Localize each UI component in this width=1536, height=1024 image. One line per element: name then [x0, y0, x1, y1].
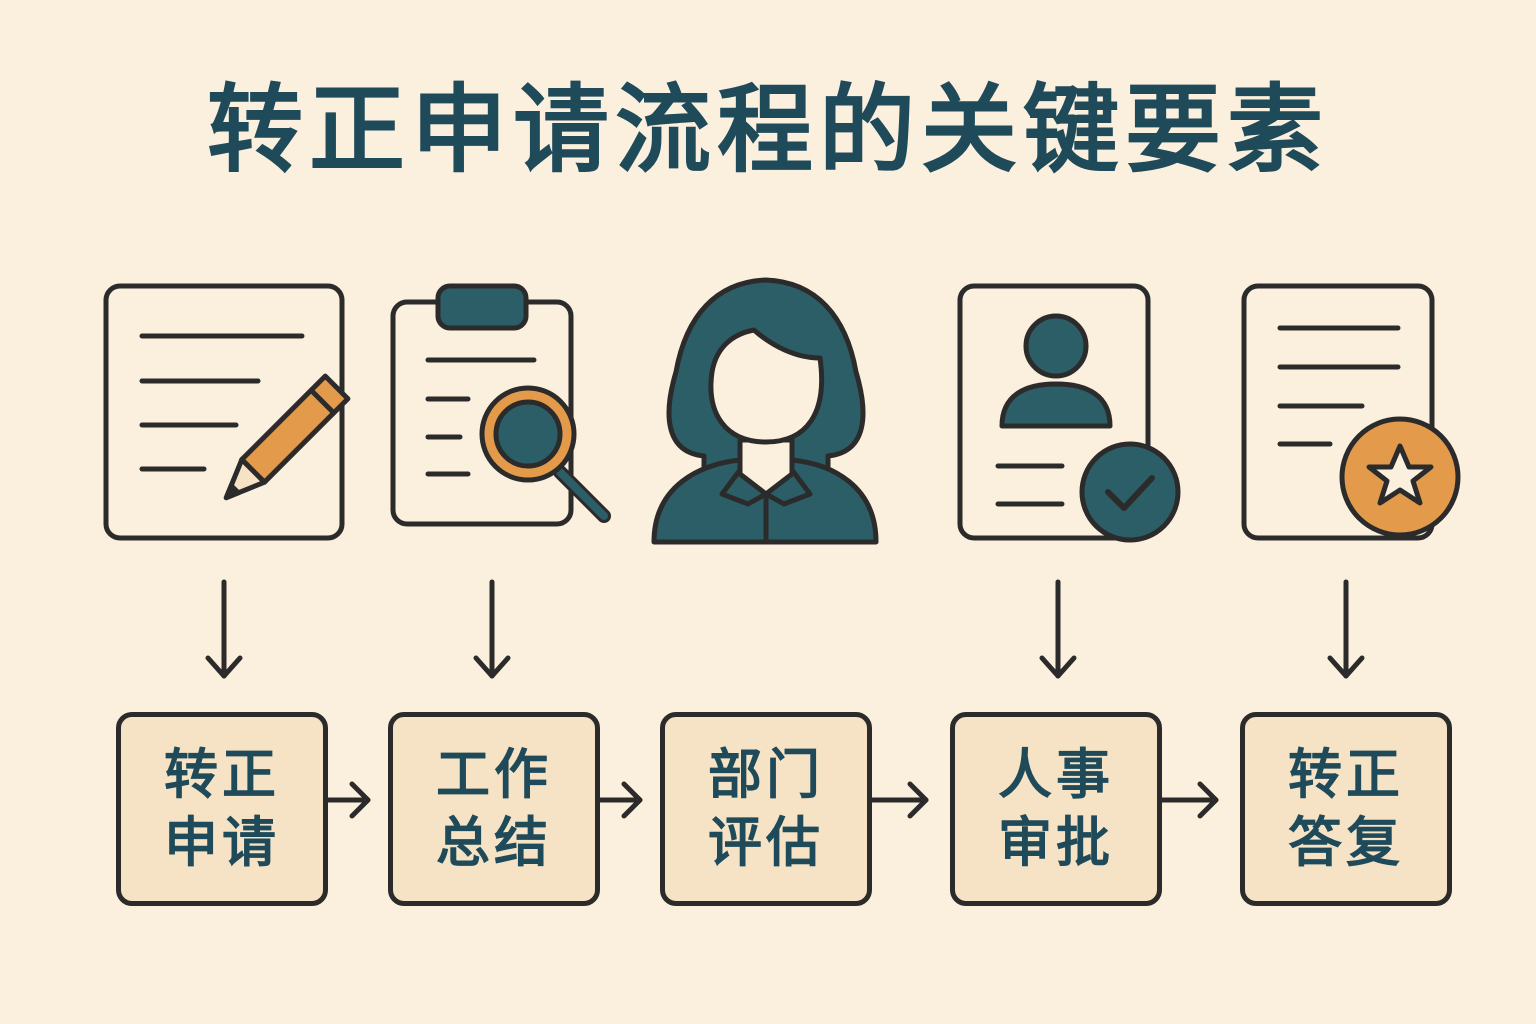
document-star-icon	[1241, 283, 1461, 541]
step-label: 人事审批	[998, 743, 1114, 874]
step-box-1: 转正申请	[116, 712, 328, 906]
clipboard-magnifier-icon	[390, 283, 611, 527]
down-arrow-icon	[205, 579, 243, 679]
step-box-2: 工作总结	[388, 712, 600, 906]
profile-checkmark-icon	[957, 283, 1181, 543]
step-box-4: 人事审批	[950, 712, 1162, 906]
right-arrow-icon	[1159, 781, 1219, 819]
step-label: 部门评估	[708, 743, 824, 874]
step-label: 转正答复	[1288, 743, 1404, 874]
document-pencil-icon	[103, 283, 351, 541]
down-arrow-icon	[1039, 579, 1077, 679]
step-box-3: 部门评估	[660, 712, 872, 906]
step-label: 工作总结	[436, 743, 552, 874]
down-arrow-icon	[473, 579, 511, 679]
diagram-title: 转正申请流程的关键要素	[207, 74, 1329, 186]
person-avatar-icon	[651, 277, 879, 545]
step-label: 转正申请	[164, 743, 280, 874]
step-box-5: 转正答复	[1240, 712, 1452, 906]
right-arrow-icon	[325, 781, 371, 819]
right-arrow-icon	[597, 781, 643, 819]
right-arrow-icon	[869, 781, 929, 819]
down-arrow-icon	[1327, 579, 1365, 679]
